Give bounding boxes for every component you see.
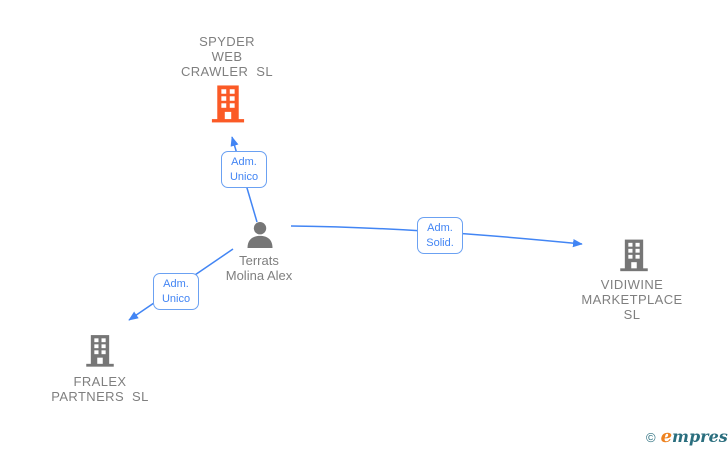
label-line: SL (623, 307, 641, 322)
edge-label-adm-unico-spyder[interactable]: Adm. Unico (221, 151, 267, 188)
label-line: VIDIWINE (600, 277, 664, 292)
edge-label-line: Solid. (426, 236, 454, 249)
edge-label-adm-unico-fralex[interactable]: Adm. Unico (153, 273, 199, 310)
brand-initial: e (660, 426, 673, 447)
vidiwine-building-icon[interactable] (619, 238, 649, 272)
brand-text: empresia (661, 426, 728, 447)
label-line: SPYDER (199, 34, 255, 49)
spyder-building-icon[interactable] (210, 84, 246, 123)
edge-label-line: Adm. (427, 221, 453, 234)
person-icon[interactable] (246, 221, 274, 249)
label-line: FRALEX (73, 374, 127, 389)
label-line: PARTNERS SL (51, 389, 149, 404)
edge-label-line: Adm. (163, 277, 189, 290)
edge-label-adm-solid-vidiwine[interactable]: Adm. Solid. (417, 217, 463, 254)
spyder-company-label: SPYDER WEB CRAWLER SL (147, 34, 307, 79)
label-line: MARKETPLACE (581, 292, 683, 307)
fralex-company-label: FRALEX PARTNERS SL (20, 374, 180, 404)
label-line: Molina Alex (225, 268, 293, 283)
empresia-watermark: © empresia (646, 426, 728, 447)
edge-label-line: Adm. (231, 155, 257, 168)
copyright-icon: © (646, 430, 656, 445)
vidiwine-company-label: VIDIWINE MARKETPLACE SL (552, 277, 712, 322)
edge-label-line: Unico (161, 292, 191, 305)
fralex-building-icon[interactable] (85, 333, 115, 368)
edge-label-line: Unico (229, 170, 259, 183)
label-line: WEB (211, 49, 243, 64)
person-name-label: Terrats Molina Alex (179, 253, 339, 283)
label-line: Terrats (239, 253, 279, 268)
label-line: CRAWLER SL (180, 64, 274, 79)
brand-rest: mpresia (672, 427, 728, 446)
